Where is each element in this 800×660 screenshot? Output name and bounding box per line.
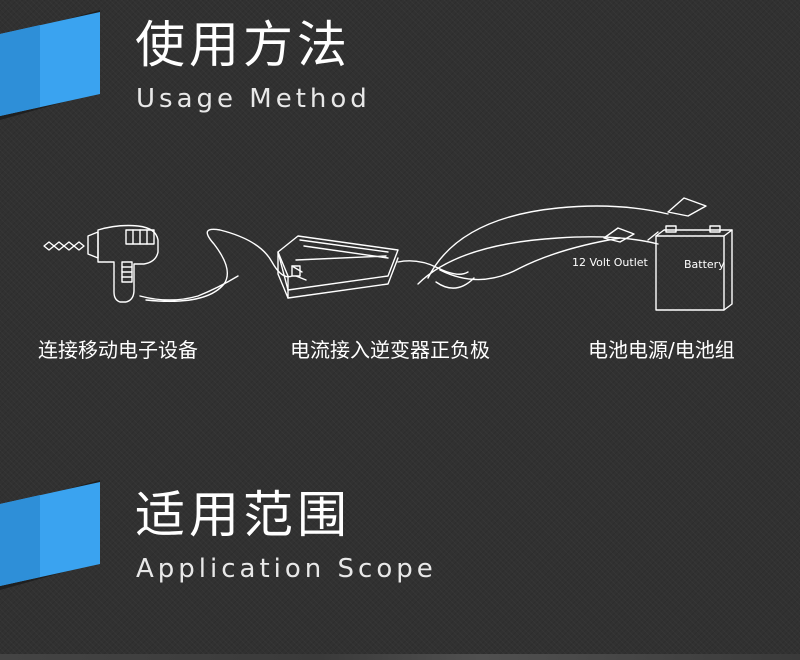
outlet-label: 12 Volt Outlet — [572, 256, 649, 269]
drill-icon — [43, 224, 239, 303]
caption-battery-source: 电池电源/电池组 — [588, 338, 735, 362]
usage-illustration: 12 Volt Outlet Battery — [43, 197, 733, 311]
caption-connect-device: 连接移动电子设备 — [38, 338, 198, 362]
scope-title-zh: 适用范围 — [135, 486, 351, 544]
usage-title-zh: 使用方法 — [135, 16, 351, 74]
battery-label: Battery — [684, 258, 725, 271]
scope-title-en: Application Scope — [136, 554, 437, 584]
scope-banner-accent — [0, 480, 100, 590]
bottom-strip — [0, 654, 800, 660]
battery-icon — [655, 225, 733, 311]
usage-title-en: Usage Method — [136, 84, 371, 114]
inverter-icon — [277, 235, 469, 299]
usage-banner-accent — [0, 10, 100, 120]
caption-inverter-terminals: 电流接入逆变器正负极 — [290, 338, 490, 362]
